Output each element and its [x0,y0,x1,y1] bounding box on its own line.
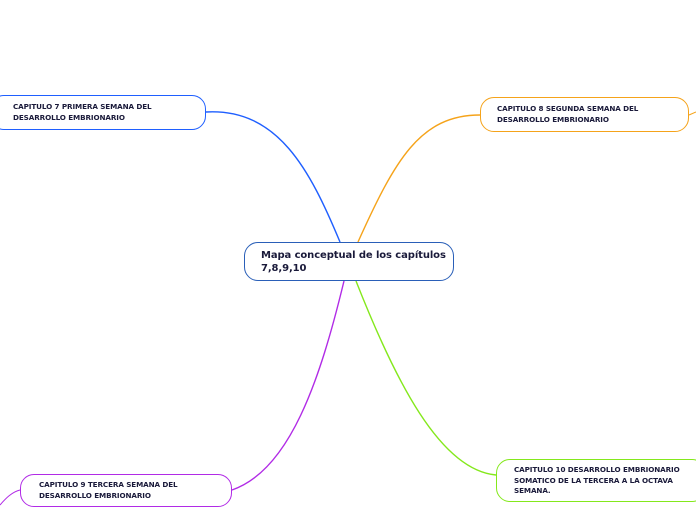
connector-n10 [355,280,497,476]
topic-capitulo-10[interactable]: CAPITULO 10 DESARROLLO EMBRIONARIO SOMAT… [496,459,696,502]
topic-capitulo-9[interactable]: CAPITULO 9 TERCERA SEMANA DEL DESARROLLO… [20,474,232,507]
connector-stub-n9 [0,489,21,506]
topic-capitulo-8[interactable]: CAPITULO 8 SEGUNDA SEMANA DEL DESARROLLO… [480,97,689,132]
topic-capitulo-7[interactable]: CAPITULO 7 PRIMERA SEMANA DEL DESARROLLO… [0,95,206,130]
central-topic[interactable]: Mapa conceptual de los capítulos 7,8,9,1… [244,242,454,281]
connector-n9 [231,280,345,491]
connector-n8 [357,114,481,243]
connector-stub-n8 [688,111,696,116]
connector-n7 [205,111,341,243]
